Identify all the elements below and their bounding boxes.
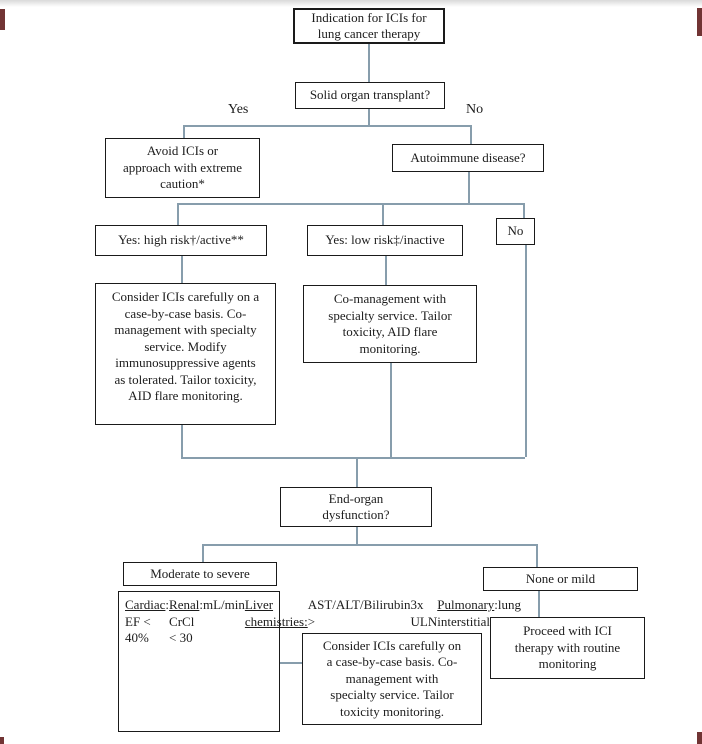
connector-transplant-down (368, 109, 370, 125)
connector-criteria-consider (280, 662, 302, 664)
connector-indication-transplant (368, 44, 370, 82)
connector-highrisk-drop (177, 203, 179, 225)
node-consider-icis-aid: Consider ICIs carefully on a case-by-cas… (95, 283, 276, 425)
connector-endorgan-branch (202, 544, 536, 546)
connector-lowrisk-comanage (385, 256, 387, 285)
connector-highrisk-consider (181, 256, 183, 283)
node-comanagement: Co-management with specialty service. Ta… (303, 285, 477, 363)
node-aid-low-risk: Yes: low risk‡/inactive (307, 225, 463, 256)
node-solid-organ-transplant: Solid organ transplant? (295, 82, 445, 109)
node-proceed-ici: Proceed with ICI therapy with routine mo… (490, 617, 645, 679)
node-avoid-icis: Avoid ICIs or approach with extreme caut… (105, 138, 260, 198)
screen-edge-artifact-top-left (0, 9, 5, 30)
connector-lowrisk-drop (382, 203, 384, 225)
node-consider-icis-organ: Consider ICIs carefully on a case-by-cas… (302, 633, 482, 725)
top-shadow-band (0, 0, 702, 7)
branch-label-no: No (466, 102, 484, 117)
connector-moderate-drop (202, 544, 204, 562)
node-aid-high-risk: Yes: high risk†/active** (95, 225, 267, 256)
node-autoimmune-disease: Autoimmune disease? (392, 144, 544, 172)
branch-label-yes: Yes (228, 102, 249, 117)
connector-merge-line (181, 457, 525, 459)
connector-branch-yes-drop (183, 125, 185, 138)
node-aid-no: No (496, 218, 535, 245)
connector-consider-merge (181, 425, 183, 457)
node-moderate-to-severe: Moderate to severe (123, 562, 277, 586)
connector-branch-no-drop (470, 125, 472, 144)
connector-no-merge (525, 245, 527, 457)
screen-edge-artifact-bottom-right (697, 732, 702, 744)
connector-no-drop (523, 203, 525, 218)
connector-merge-endorgan (356, 457, 358, 487)
connector-autoimmune-branch (177, 203, 523, 205)
screen-edge-artifact-bottom-left (0, 737, 4, 744)
screen-edge-artifact-top-right (697, 8, 702, 36)
connector-nonemild-drop (536, 544, 538, 567)
connector-transplant-branch (183, 125, 470, 127)
connector-autoimmune-down (468, 172, 470, 203)
node-end-organ-dysfunction: End-organ dysfunction? (280, 487, 432, 527)
connector-nonemild-proceed (538, 591, 540, 617)
connector-comanage-merge (390, 363, 392, 457)
connector-endorgan-down (356, 527, 358, 544)
node-indication: Indication for ICIs for lung cancer ther… (293, 8, 445, 44)
node-none-or-mild: None or mild (483, 567, 638, 591)
